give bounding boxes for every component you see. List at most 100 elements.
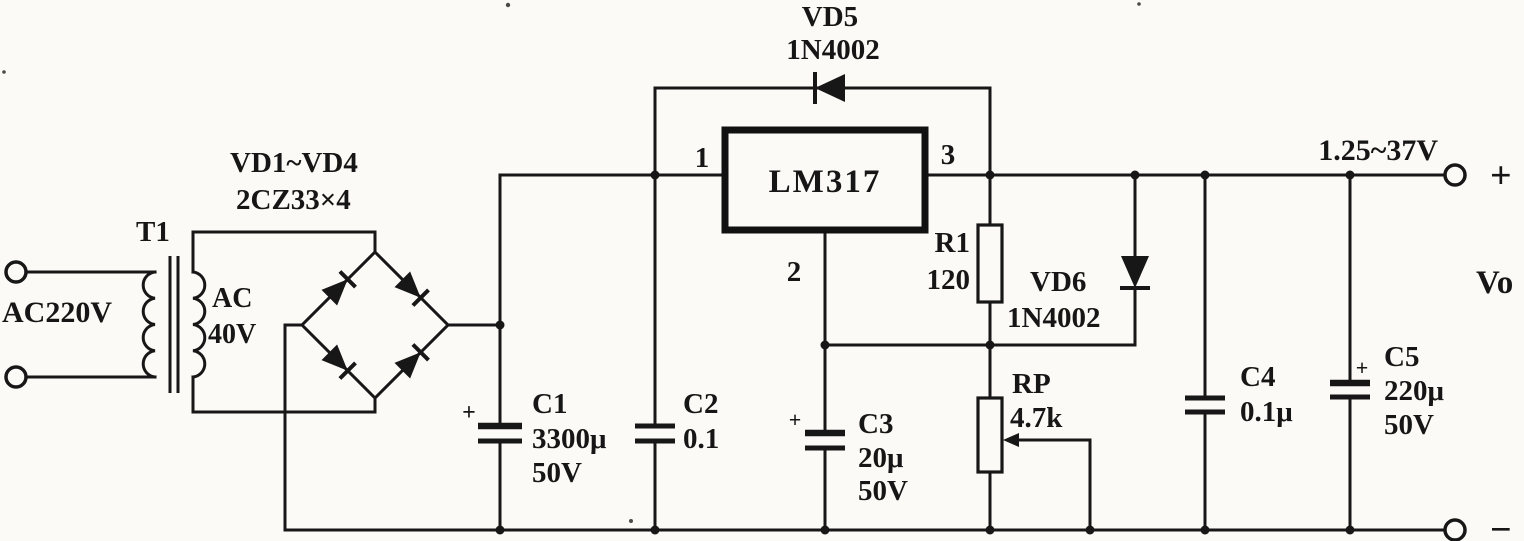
diode-icon (321, 344, 348, 371)
c5-name-label: C5 (1384, 341, 1419, 373)
vd6-name-label: VD6 (1030, 266, 1086, 298)
bridge-name-label: VD1~VD4 (230, 147, 358, 179)
c1-name-label: C1 (532, 388, 567, 420)
rp-body (976, 396, 1004, 474)
rp-value-label: 4.7k (1010, 402, 1063, 434)
output-minus-sign: − (1490, 509, 1512, 541)
secondary-ac-label: AC (212, 283, 252, 314)
diode-vd6: VD6 1N4002 (1007, 256, 1150, 334)
bridge-part-label: 2CZ33×4 (236, 184, 351, 216)
junction-dot (985, 340, 995, 350)
capacitor-c4: C4 0.1μ (1185, 361, 1293, 428)
resistor-r1: R1 120 (927, 223, 1004, 304)
diode-icon (1121, 256, 1149, 288)
output-terminal-positive (1443, 163, 1467, 187)
c4-value-label: 0.1μ (1240, 396, 1293, 428)
bridge-positive-wire (446, 173, 502, 532)
regulator-lm317: LM317 1 3 2 (695, 126, 956, 288)
capacitor-c5: + C5 220μ 50V (1330, 341, 1445, 441)
junction-dot (820, 525, 830, 535)
rail-wires (283, 173, 1447, 532)
diode-icon (394, 271, 421, 298)
scan-speckle (505, 2, 511, 8)
scan-speckles (2, 2, 1141, 523)
junction-dot (985, 170, 995, 180)
c2-name-label: C2 (683, 388, 718, 420)
c1-value-label: 3300μ (532, 423, 607, 455)
scan-speckle (1137, 2, 1141, 6)
transformer-name-label: T1 (136, 216, 170, 248)
output-vo-label: Vo (1476, 265, 1513, 301)
transformer-core (168, 256, 180, 393)
c1-voltage-label: 50V (532, 457, 582, 489)
input-terminal-bottom (4, 365, 28, 389)
output-plus-sign: + (1490, 155, 1512, 197)
input-terminal-top (4, 260, 28, 284)
lm317-label: LM317 (769, 164, 882, 200)
output-terminal-negative (1443, 518, 1467, 541)
capacitor-c2: C2 0.1 (635, 388, 719, 455)
junction-dot (650, 170, 660, 180)
wires (24, 86, 1447, 532)
pin2-label: 2 (787, 256, 802, 288)
potentiometer-rp: RP 4.7k (976, 368, 1063, 474)
scan-speckle (2, 70, 6, 74)
diode-icon (321, 279, 348, 306)
transformer-t1: T1 AC 40V (136, 216, 256, 393)
diode-icon (815, 74, 845, 102)
diode-cathode-bar (411, 288, 430, 307)
r1-body (976, 223, 1004, 304)
junction-dot (495, 320, 505, 330)
input-voltage-label: AC220V (2, 296, 112, 329)
bridge-diode-ne (394, 271, 430, 307)
capacitor-c1: + C1 3300μ 50V (462, 388, 607, 489)
scan-speckle (629, 519, 633, 523)
diode-vd5: VD5 1N4002 (786, 1, 880, 104)
c5-voltage-label: 50V (1384, 409, 1434, 441)
input-terminals: AC220V (2, 260, 112, 389)
junction-dot (650, 525, 660, 535)
bridge-negative-wire (283, 323, 304, 532)
junction-dot (985, 525, 995, 535)
primary-coil (141, 270, 157, 379)
junction-dot (1345, 525, 1355, 535)
junction-dot (1130, 170, 1140, 180)
output-terminals: 1.25~37V + Vo − (1318, 134, 1513, 541)
junction-dot (1085, 525, 1095, 535)
c3-polarity-mark: + (789, 407, 802, 432)
output-range-label: 1.25~37V (1318, 134, 1438, 167)
bridge-diode-sw (321, 344, 357, 380)
pin1-label: 1 (695, 142, 710, 174)
diode-cathode-bar (338, 270, 357, 289)
secondary-coil (191, 270, 207, 379)
c2-value-label: 0.1 (683, 423, 719, 455)
rp-wiper-wire (1017, 438, 1092, 532)
r1-name-label: R1 (935, 227, 970, 259)
c3-name-label: C3 (858, 408, 893, 440)
vd6-part-label: 1N4002 (1007, 302, 1100, 334)
vd5-part-label: 1N4002 (786, 34, 879, 66)
diode-cathode-bar (411, 343, 430, 362)
diode-icon (394, 352, 421, 379)
junction-dot (495, 525, 505, 535)
lm317-body (721, 126, 929, 234)
pin3-label: 3 (941, 139, 956, 171)
vd5-name-label: VD5 (802, 1, 858, 33)
rp-wiper-arrow-icon (1003, 433, 1019, 447)
bridge-diamond (299, 249, 451, 401)
c5-polarity-mark: + (1356, 355, 1369, 380)
junction-dot (1345, 170, 1355, 180)
rp-name-label: RP (1012, 368, 1051, 400)
c5-value-label: 220μ (1384, 375, 1445, 407)
c3-voltage-label: 50V (858, 475, 908, 507)
capacitor-c3: + C3 20μ 50V (789, 407, 908, 507)
diode-cathode-bar (338, 361, 357, 380)
adjust-node-wires (823, 228, 1137, 532)
c3-value-label: 20μ (858, 442, 904, 474)
bridge-rectifier: VD1~VD4 2CZ33×4 (230, 147, 451, 401)
junction-dots (495, 170, 1355, 535)
bridge-diode-nw (321, 270, 357, 306)
junction-dot (1200, 525, 1210, 535)
